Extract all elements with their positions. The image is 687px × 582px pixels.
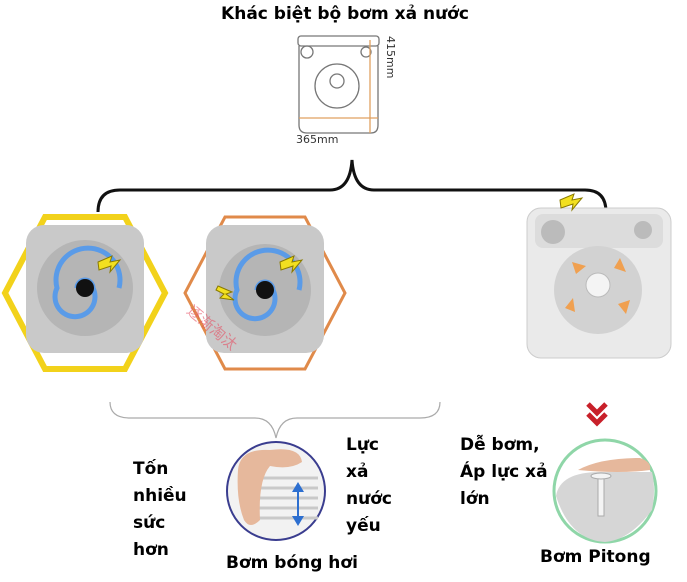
whirl-flush-image-1 <box>1 214 169 372</box>
balloon-pump-effort-note: Tốn nhiều sức hơn <box>133 456 187 564</box>
note-line: sức <box>133 513 166 533</box>
balloon-pump-pressure-note: Lực xả nước yếu <box>346 432 392 540</box>
note-line: nước <box>346 489 392 509</box>
balloon-pump-label: Bơm bóng hơi <box>226 553 358 573</box>
note-line: nhiều <box>133 486 187 506</box>
piston-pump-note: Dễ bơm, Áp lực xả lớn <box>460 432 548 513</box>
piston-pump-label: Bơm Pitong <box>540 547 651 567</box>
note-line: Dễ bơm, <box>460 435 540 455</box>
toilet-dimension-drawing <box>297 35 380 134</box>
note-line: yếu <box>346 516 381 536</box>
note-line: xả <box>346 462 369 482</box>
note-line: lớn <box>460 489 490 509</box>
width-dimension-label: 365mm <box>296 133 339 146</box>
note-line: Tốn <box>133 459 169 479</box>
balloon-pump-image <box>226 441 326 541</box>
top-brace <box>96 159 608 213</box>
height-dimension-label: 415mm <box>384 36 397 79</box>
down-chevron-icon <box>586 402 608 427</box>
page-title: Khác biệt bộ bơm xả nước <box>221 4 469 24</box>
whirl-flush-image-2 <box>183 215 347 371</box>
note-line: hơn <box>133 540 169 560</box>
note-line: Áp lực xả <box>460 462 548 482</box>
note-line: Lực <box>346 435 380 455</box>
piston-flush-image <box>526 193 672 359</box>
piston-pump-image <box>552 438 658 544</box>
lower-brace <box>109 401 441 439</box>
